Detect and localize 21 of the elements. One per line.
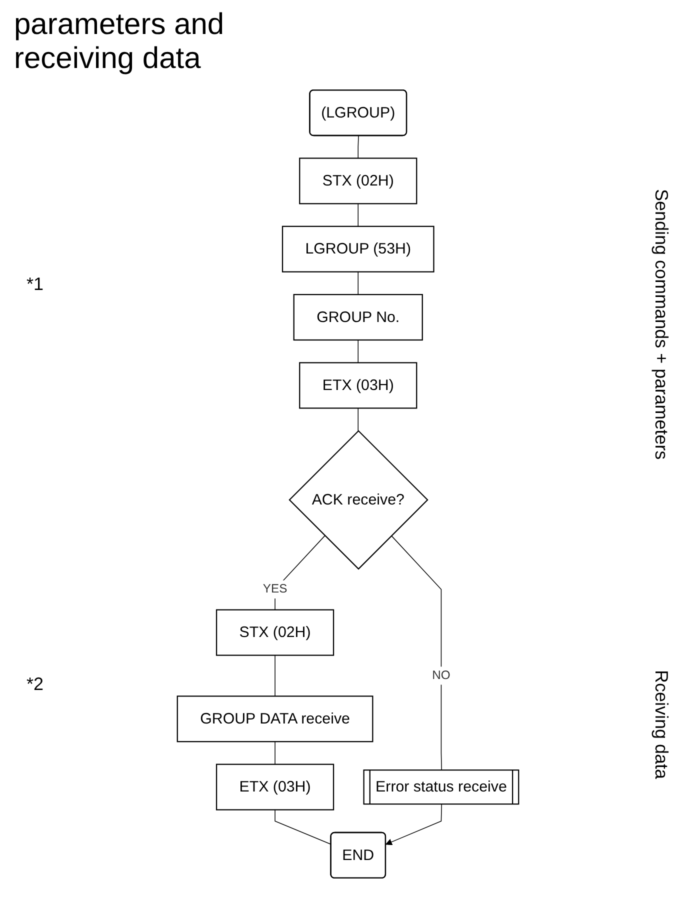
title: parameters and receiving data — [14, 8, 226, 76]
callout-number: *2 — [26, 674, 44, 694]
node-box: ETX (03H) — [299, 362, 418, 409]
node-box: LGROUP (53H) — [282, 226, 434, 272]
connector — [390, 535, 442, 771]
connector — [274, 654, 276, 697]
callout-number: *1 — [26, 274, 44, 294]
connector — [274, 809, 332, 845]
bracket-note: Sending commands + parameters — [650, 189, 672, 460]
bracket-note: Rceiving data — [650, 670, 672, 779]
node-box: GROUP DATA receive — [176, 696, 374, 742]
connector — [274, 741, 276, 765]
node-box: STX (02H) — [216, 609, 334, 656]
node-diamond: ACK receive? — [288, 430, 428, 570]
connector — [358, 136, 359, 159]
node-box: GROUP No. — [293, 294, 423, 341]
edge-label: YES — [262, 582, 288, 596]
arrow — [386, 804, 442, 846]
node-box: STX (02H) — [299, 158, 418, 204]
node-box: ETX (03H) — [216, 764, 334, 810]
edge-label: NO — [432, 668, 450, 682]
